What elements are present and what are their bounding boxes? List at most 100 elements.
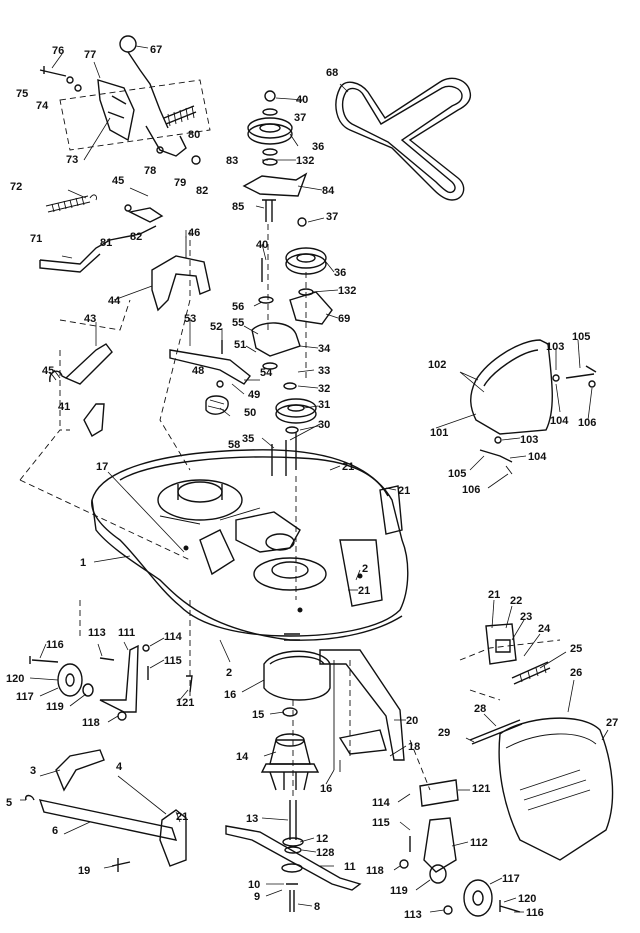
label-43: 43 xyxy=(84,313,96,325)
label-4: 4 xyxy=(116,761,123,773)
label-13: 13 xyxy=(246,813,258,825)
label-40b: 40 xyxy=(256,239,268,251)
label-31: 31 xyxy=(318,399,330,411)
label-81: 81 xyxy=(100,237,112,249)
label-25: 25 xyxy=(570,643,582,655)
label-55: 55 xyxy=(232,317,244,329)
label-8: 8 xyxy=(314,901,320,913)
label-16b: 16 xyxy=(320,783,332,795)
label-77: 77 xyxy=(84,49,96,61)
label-113b: 113 xyxy=(404,909,422,921)
label-29: 29 xyxy=(438,727,450,739)
label-44: 44 xyxy=(108,295,121,307)
label-116b: 116 xyxy=(526,907,544,919)
label-104a: 104 xyxy=(550,415,569,427)
label-114b: 114 xyxy=(372,797,391,809)
label-82a: 82 xyxy=(196,185,208,197)
belt-guide-16 xyxy=(263,633,331,701)
label-12: 12 xyxy=(316,833,328,845)
label-32: 32 xyxy=(318,383,330,395)
label-20: 20 xyxy=(406,715,418,727)
label-27: 27 xyxy=(606,717,618,729)
label-120b: 120 xyxy=(518,893,536,905)
idler-pulley-stack-upper xyxy=(242,90,308,222)
label-9: 9 xyxy=(254,891,260,903)
label-2a: 2 xyxy=(362,563,368,575)
label-10: 10 xyxy=(248,879,260,891)
mower-blade xyxy=(225,825,362,912)
idler-arm-53 xyxy=(169,340,251,415)
label-121b: 121 xyxy=(472,783,490,795)
label-79: 79 xyxy=(174,177,186,189)
label-56: 56 xyxy=(232,301,244,313)
idler-pulley-stack-lower xyxy=(251,217,333,370)
label-35: 35 xyxy=(242,433,254,445)
label-28: 28 xyxy=(474,703,486,715)
label-19: 19 xyxy=(78,865,90,877)
label-121a: 121 xyxy=(176,697,194,709)
label-26: 26 xyxy=(570,667,582,679)
label-5: 5 xyxy=(6,797,12,809)
label-21e: 21 xyxy=(176,811,188,823)
label-132b: 132 xyxy=(338,285,356,297)
label-41: 41 xyxy=(58,401,70,413)
label-30: 30 xyxy=(318,419,330,431)
label-132a: 132 xyxy=(296,155,314,167)
spring-72 xyxy=(45,194,97,213)
label-118a: 118 xyxy=(82,717,100,729)
label-103a: 103 xyxy=(546,341,564,353)
label-33: 33 xyxy=(318,365,330,377)
lift-rod-71 xyxy=(39,204,164,273)
label-82b: 82 xyxy=(130,231,142,243)
label-115a: 115 xyxy=(164,655,182,667)
chute-rod xyxy=(469,719,523,745)
spindle-assembly xyxy=(260,707,320,854)
label-119b: 119 xyxy=(390,885,408,897)
label-58: 58 xyxy=(228,439,240,451)
label-6: 6 xyxy=(52,825,58,837)
label-75: 75 xyxy=(16,88,28,100)
label-68: 68 xyxy=(326,67,338,79)
label-2b: 2 xyxy=(226,667,232,679)
label-118b: 118 xyxy=(366,865,384,877)
discharge-chute-27 xyxy=(498,717,614,861)
label-1: 1 xyxy=(80,557,86,569)
mower-deck xyxy=(91,449,409,641)
label-51: 51 xyxy=(234,339,246,351)
rear-hanger-18 xyxy=(319,649,405,772)
label-80: 80 xyxy=(188,129,200,141)
label-36b: 36 xyxy=(334,267,346,279)
front-hanger-bracket xyxy=(24,749,187,872)
label-117a: 117 xyxy=(16,691,34,703)
label-85: 85 xyxy=(232,201,244,213)
belt-part xyxy=(335,77,472,201)
label-116a: 116 xyxy=(46,639,64,651)
label-115b: 115 xyxy=(372,817,390,829)
label-21a: 21 xyxy=(342,461,354,473)
label-18: 18 xyxy=(408,741,420,753)
assembly-guide-lines xyxy=(79,224,431,800)
label-45b: 45 xyxy=(42,365,54,377)
lift-handle-assembly xyxy=(39,35,211,165)
label-103b: 103 xyxy=(520,434,538,446)
chute-mount xyxy=(459,623,561,701)
label-76: 76 xyxy=(52,45,64,57)
label-84: 84 xyxy=(322,185,335,197)
label-40a: 40 xyxy=(296,94,308,106)
label-37a: 37 xyxy=(294,112,306,124)
label-106b: 106 xyxy=(462,484,480,496)
label-49: 49 xyxy=(248,389,260,401)
label-45a: 45 xyxy=(112,175,124,187)
label-21b: 21 xyxy=(398,485,410,497)
label-106a: 106 xyxy=(578,417,596,429)
label-104b: 104 xyxy=(528,451,547,463)
label-46: 46 xyxy=(188,227,200,239)
belt-shield-101 xyxy=(470,339,597,475)
lift-link-assembly xyxy=(19,299,191,561)
label-11: 11 xyxy=(344,861,356,873)
label-105b: 105 xyxy=(448,468,466,480)
label-21d: 21 xyxy=(488,589,500,601)
label-34: 34 xyxy=(318,343,331,355)
label-74: 74 xyxy=(36,100,49,112)
label-54: 54 xyxy=(260,367,273,379)
